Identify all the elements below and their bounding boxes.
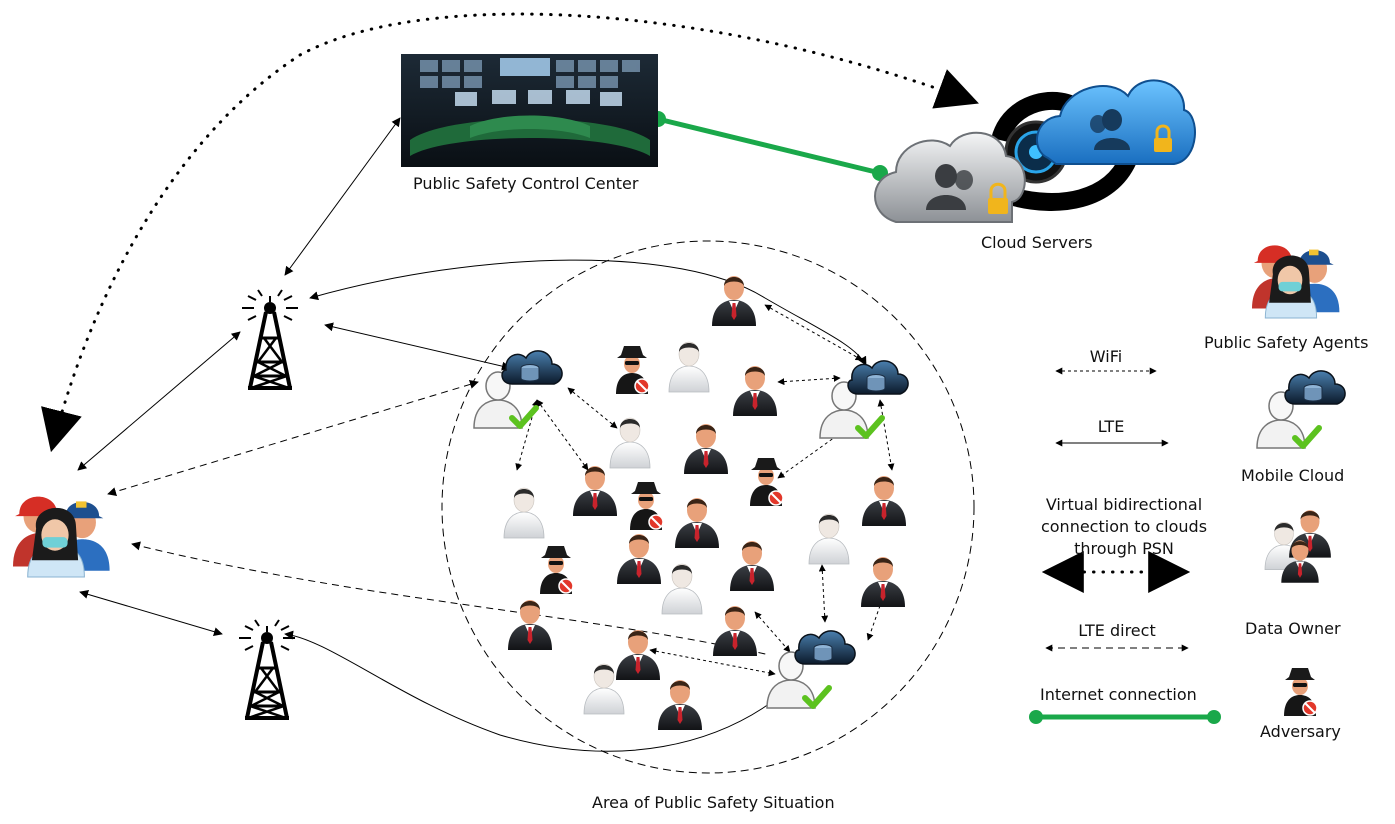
mobile-cloud-3	[767, 631, 855, 708]
legend-agents-label: Public Safety Agents	[1204, 333, 1369, 352]
public-safety-agents-left	[12, 496, 111, 578]
internet-link	[657, 116, 881, 176]
legend-data-owner-icon	[1265, 510, 1331, 583]
control-center-image	[401, 54, 658, 167]
legend-lte-direct-label: LTE direct	[1078, 621, 1156, 640]
area-label: Area of Public Safety Situation	[592, 793, 835, 812]
legend-mobile-cloud-icon	[1257, 371, 1345, 448]
legend-internet-label: Internet connection	[1040, 685, 1197, 704]
control-center-label: Public Safety Control Center	[413, 174, 639, 193]
legend-adversary-icon	[1283, 667, 1318, 717]
public-safety-area	[441, 240, 975, 774]
legend-wifi-label: WiFi	[1089, 347, 1123, 366]
cloud-servers-icon	[874, 79, 1196, 223]
legend-mobile-cloud-label: Mobile Cloud	[1241, 466, 1345, 485]
legend-agents-icon	[1251, 244, 1340, 319]
lte-tower-lower	[237, 618, 297, 722]
lte-tower-upper	[240, 288, 300, 392]
mobile-cloud-2	[820, 361, 908, 438]
legend-virtual-label: Virtual bidirectional connection to clou…	[1040, 495, 1208, 558]
legend-lte-label: LTE	[1097, 417, 1125, 436]
cloud-servers-label: Cloud Servers	[981, 233, 1093, 252]
legend-data-owner-label: Data Owner	[1245, 619, 1341, 638]
legend-adversary-label: Adversary	[1260, 722, 1341, 741]
